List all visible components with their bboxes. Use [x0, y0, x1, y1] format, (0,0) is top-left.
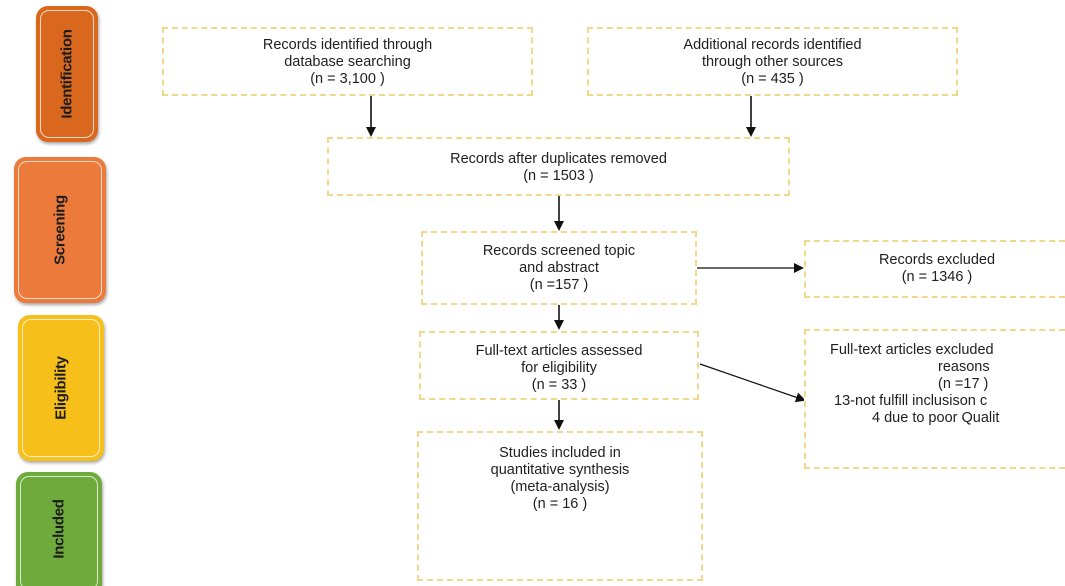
screened-line1: Records screened topic: [482, 243, 636, 259]
phase-screening: Screening: [14, 157, 106, 303]
fulltext-excluded-reason1: 13-not fulfill inclusison c: [834, 393, 988, 409]
included-line2: quantitative synthesis: [490, 462, 630, 478]
dedup-line1: Records after duplicates removed: [450, 151, 667, 167]
box-studies-included: Studies included in quantitative synthes…: [417, 431, 703, 581]
arrow-fulltext-to-excluded: [699, 363, 806, 403]
included-line1: Studies included in: [499, 445, 621, 461]
box-fulltext-excluded: Full-text articles excluded reasons (n =…: [804, 329, 1065, 469]
other-sources-line2: through other sources: [701, 54, 844, 70]
screened-count: (n =157 ): [529, 277, 589, 293]
fulltext-count: (n = 33 ): [531, 377, 587, 393]
box-database-search: Records identified through database sear…: [162, 27, 533, 96]
included-count: (n = 16 ): [532, 496, 588, 512]
fulltext-excluded-count: (n =17 ): [938, 376, 989, 392]
box-duplicates-removed: Records after duplicates removed (n = 15…: [327, 137, 790, 196]
included-line3: (meta-analysis): [510, 479, 610, 495]
box-records-excluded: Records excluded (n = 1346 ): [804, 240, 1065, 298]
fulltext-line1: Full-text articles assessed: [475, 343, 643, 359]
other-sources-line1: Additional records identified: [683, 37, 862, 53]
box-fulltext-assessed: Full-text articles assessed for eligibil…: [419, 331, 699, 400]
excluded-count: (n = 1346 ): [901, 269, 973, 285]
fulltext-excluded-reason2: 4 due to poor Qualit: [872, 410, 1000, 426]
db-search-line2: database searching: [284, 54, 411, 70]
db-search-count: (n = 3,100 ): [310, 71, 385, 87]
phase-eligibility: Eligibility: [18, 315, 104, 461]
db-search-line1: Records identified through: [262, 37, 433, 53]
phase-included: Included: [16, 472, 102, 586]
box-other-sources: Additional records identified through ot…: [587, 27, 958, 96]
phase-identification: Identification: [36, 6, 98, 142]
screened-line2: and abstract: [519, 260, 599, 276]
excluded-line1: Records excluded: [878, 252, 996, 268]
fulltext-line2: for eligibility: [521, 360, 597, 376]
fulltext-excluded-line2: reasons: [938, 359, 990, 375]
box-records-screened: Records screened topic and abstract (n =…: [421, 231, 697, 305]
fulltext-excluded-line1: Full-text articles excluded: [830, 342, 994, 358]
dedup-count: (n = 1503 ): [523, 168, 594, 184]
other-sources-count: (n = 435 ): [741, 71, 804, 87]
